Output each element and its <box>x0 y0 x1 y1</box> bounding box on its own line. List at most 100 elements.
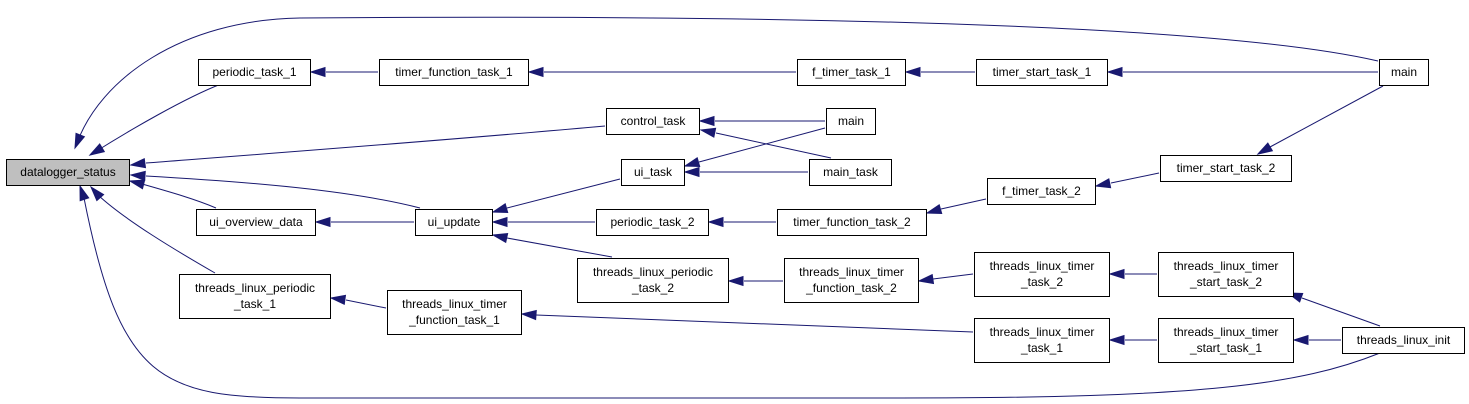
edge-line <box>1110 172 1160 184</box>
node-ui-update[interactable]: ui_update <box>415 209 493 236</box>
edge-control_task-to-datalogger_status <box>129 125 606 169</box>
edge-threads_linux_timer_start_task_2-to-threads_linux_timer_task_2 <box>1108 268 1157 280</box>
node-label: timer_function_task_1 <box>395 65 513 79</box>
edge-timer_start_task_2-to-f_timer_task_2 <box>1094 172 1160 189</box>
node-label: datalogger_status <box>20 165 115 179</box>
edge-main_task-to-control_task <box>699 127 832 159</box>
node-timer-function-task-2[interactable]: timer_function_task_2 <box>777 209 927 236</box>
edge-f_timer_task_2-to-timer_function_task_2 <box>925 198 987 215</box>
edge-line <box>345 299 387 309</box>
arrowhead-icon <box>1256 142 1274 155</box>
edge-threads_linux_periodic_task_2-to-ui_update <box>491 232 613 258</box>
node-periodic-task-1[interactable]: periodic_task_1 <box>198 59 311 86</box>
arrowhead-icon <box>314 216 331 228</box>
arrowhead-icon <box>727 275 744 287</box>
node-box <box>1379 59 1429 86</box>
node-main-task[interactable]: main_task <box>809 159 892 186</box>
edge-periodic_task_2-to-ui_update <box>491 216 595 228</box>
node-label: _task_1 <box>233 297 276 311</box>
edge-timer_function_task_2-to-periodic_task_2 <box>707 216 776 228</box>
arrowhead-icon <box>1292 334 1309 346</box>
edge-ui_update-to-datalogger_status <box>129 170 421 209</box>
node-timer-function-task-1[interactable]: timer_function_task_1 <box>379 59 529 86</box>
node-main-mid[interactable]: main <box>826 108 876 135</box>
arrowhead-icon <box>925 204 943 215</box>
arrowhead-icon <box>129 157 147 169</box>
node-ui-task[interactable]: ui_task <box>621 159 685 186</box>
edges-layer <box>74 16 1384 399</box>
node-timer-start-task-1[interactable]: timer_start_task_1 <box>976 59 1108 86</box>
node-label: timer_function_task_2 <box>793 215 911 229</box>
node-box <box>379 59 529 86</box>
node-label: main <box>1391 65 1417 79</box>
edge-line <box>141 183 217 209</box>
node-ui-overview-data[interactable]: ui_overview_data <box>196 209 316 236</box>
edge-line <box>698 127 826 163</box>
edge-line <box>506 178 621 209</box>
node-label: control_task <box>621 114 687 128</box>
node-threads-linux-timer-start-task-2[interactable]: threads_linux_timer_start_task_2 <box>1158 252 1294 297</box>
node-box <box>777 209 927 236</box>
node-label: threads_linux_timer <box>990 259 1095 273</box>
node-label: _function_task_1 <box>408 313 500 327</box>
node-label: ui_overview_data <box>209 215 303 229</box>
node-f-timer-task-1[interactable]: f_timer_task_1 <box>797 59 906 86</box>
node-threads-linux-init[interactable]: threads_linux_init <box>1342 327 1465 354</box>
node-threads-linux-timer-task-2[interactable]: threads_linux_timer _task_2 <box>974 252 1110 297</box>
edge-main_top-to-timer_start_task_1 <box>1106 66 1378 78</box>
edge-line <box>97 194 216 274</box>
node-control-task[interactable]: control_task <box>606 108 700 135</box>
node-datalogger-status[interactable]: datalogger_status <box>6 159 130 186</box>
edge-line <box>506 237 613 258</box>
node-threads-linux-timer-start-task-1[interactable]: threads_linux_timer _start_task_1 <box>1158 318 1294 363</box>
node-label: _task_2 <box>1020 275 1063 289</box>
arrowhead-icon <box>699 127 717 138</box>
edge-threads_linux_timer_start_task_1-to-threads_linux_timer_task_1 <box>1108 334 1157 346</box>
arrowhead-icon <box>1106 66 1123 78</box>
edge-main_mid-to-ui_task <box>683 127 826 168</box>
node-label: ui_update <box>428 215 481 229</box>
node-box <box>1158 252 1294 297</box>
edge-main_top-to-datalogger_status <box>74 16 1379 150</box>
edge-ui_task-to-ui_update <box>491 178 621 214</box>
edge-threads_linux_timer_function_task_1-to-threads_linux_periodic_task_1 <box>329 294 387 309</box>
node-label: _start_task_2 <box>1189 275 1262 289</box>
edge-threads_linux_timer_function_task_2-to-threads_linux_periodic_task_2 <box>727 275 783 287</box>
arrowhead-icon <box>707 216 724 228</box>
node-threads-linux-periodic-task-2[interactable]: threads_linux_periodic_task_2 <box>577 258 729 303</box>
edge-timer_function_task_1-to-periodic_task_1 <box>309 66 378 78</box>
edge-periodic_task_1-to-datalogger_status <box>88 83 222 156</box>
edge-threads_linux_timer_task_2-to-threads_linux_timer_function_task_2 <box>917 273 974 285</box>
node-label: _start_task_1 <box>1189 341 1262 355</box>
node-threads-linux-periodic-task-1[interactable]: threads_linux_periodic_task_1 <box>179 274 331 319</box>
edge-ui_update-to-ui_overview_data <box>314 216 414 228</box>
node-label: ui_task <box>634 165 673 179</box>
arrowhead-icon <box>491 232 509 244</box>
node-threads-linux-timer-function-task-2[interactable]: threads_linux_timer_function_task_2 <box>784 258 919 303</box>
node-label: main <box>838 114 864 128</box>
node-threads-linux-timer-function-task-1[interactable]: threads_linux_timer _function_task_1 <box>387 290 522 335</box>
node-timer-start-task-2[interactable]: timer_start_task_2 <box>1160 155 1292 182</box>
arrowhead-icon <box>491 216 508 228</box>
node-label: f_timer_task_1 <box>812 65 891 79</box>
node-threads-linux-timer-task-1[interactable]: threads_linux_timer_task_1 <box>974 318 1110 363</box>
node-label: threads_linux_timer <box>1174 325 1279 339</box>
node-box <box>974 252 1110 297</box>
edge-line <box>940 198 987 210</box>
node-periodic-task-2[interactable]: periodic_task_2 <box>596 209 709 236</box>
node-main-top[interactable]: main <box>1379 59 1429 86</box>
node-box <box>784 258 919 303</box>
edge-line <box>535 314 974 333</box>
node-f-timer-task-2[interactable]: f_timer_task_2 <box>987 178 1096 205</box>
node-box <box>974 318 1110 363</box>
node-box <box>415 209 493 236</box>
node-label: threads_linux_timer <box>402 297 507 311</box>
node-box <box>1160 155 1292 182</box>
edge-main_mid-to-control_task <box>698 115 825 127</box>
edge-timer_start_task_1-to-f_timer_task_1 <box>904 66 975 78</box>
arrowhead-icon <box>1094 178 1112 189</box>
node-box <box>387 290 522 335</box>
node-box <box>6 159 130 186</box>
node-box <box>577 258 729 303</box>
edge-line <box>932 273 974 280</box>
